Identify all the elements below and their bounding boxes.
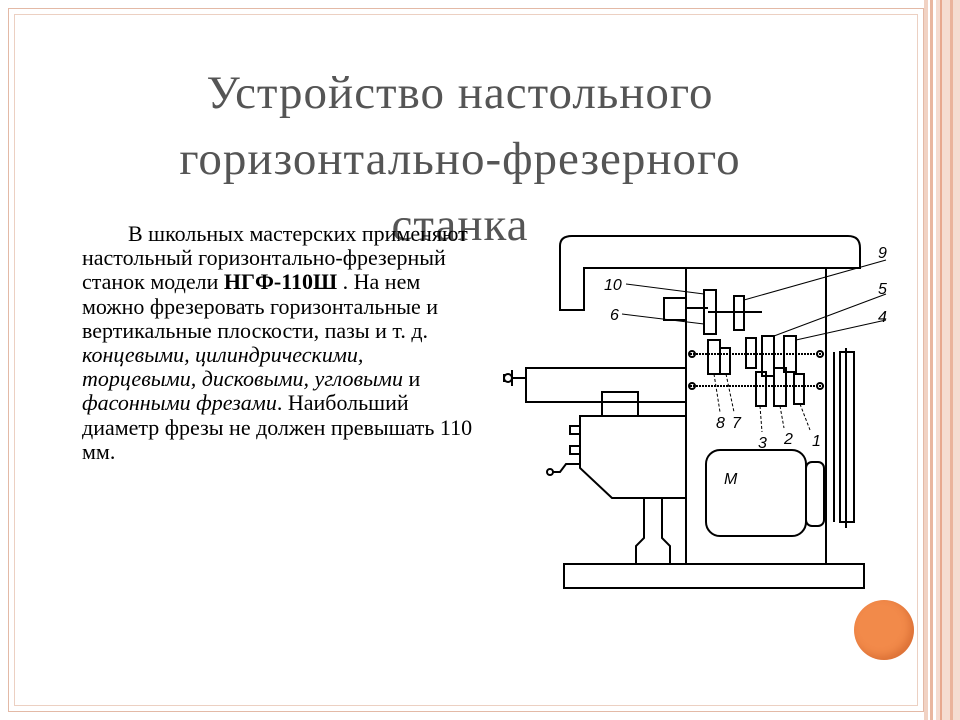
- gear-8: [707, 339, 721, 375]
- cutter-separator-and: и: [402, 366, 421, 392]
- slide-frame-outer: [8, 8, 924, 712]
- leader-7: [725, 373, 735, 413]
- knee-crank: [552, 463, 580, 473]
- body-part-2: . На нем можно фрезеровать горизонтальны…: [82, 269, 439, 343]
- knee: [579, 415, 687, 499]
- base: [563, 563, 865, 589]
- label-1: 1: [812, 433, 821, 450]
- cutter-separator: ,: [190, 366, 202, 392]
- decor-stripe: [950, 0, 953, 720]
- milling-machine-diagram: 9 10 5 6 4 8 7 3 2 1 М: [494, 228, 887, 592]
- leader-10: [625, 283, 705, 295]
- title-line-1: Устройство настольного: [206, 67, 714, 119]
- gear-1: [793, 373, 805, 405]
- title-line-3: станка: [391, 199, 529, 251]
- label-7: 7: [732, 415, 742, 432]
- cutter-type-face: торцевыми: [82, 366, 191, 392]
- overarm: [559, 235, 861, 311]
- gear-3: [755, 371, 767, 407]
- cutter-type-cylindrical: цилиндрическими: [195, 342, 358, 368]
- motor-label: М: [724, 471, 738, 488]
- leader-1: [799, 403, 811, 431]
- leader-6: [621, 313, 705, 325]
- label-3: 3: [758, 435, 767, 452]
- gear-7: [719, 347, 731, 375]
- cutter-type-shaped: фасонными фрезами: [82, 390, 277, 416]
- gear-10: [703, 289, 717, 335]
- gear-5: [761, 335, 775, 377]
- machine-model: НГФ-110Ш: [223, 269, 338, 295]
- leader-5: [773, 293, 887, 337]
- spindle-nose: [663, 297, 687, 321]
- leader-9: [743, 259, 887, 301]
- leader-4: [795, 319, 887, 341]
- cutter-type-end: концевыми: [82, 342, 185, 368]
- label-4: 4: [878, 309, 887, 326]
- slide-frame-inner: [14, 14, 918, 706]
- work-table: [525, 367, 687, 403]
- motor-end: [805, 461, 825, 527]
- label-8: 8: [716, 415, 725, 432]
- cutter-type-disc: дисковыми: [201, 366, 304, 392]
- decor-stripe: [930, 0, 933, 720]
- slide-title: Устройство настольного горизонтально-фре…: [60, 60, 860, 258]
- label-10: 10: [604, 277, 622, 294]
- title-line-2: горизонтально-фрезерного: [179, 133, 741, 185]
- cutter-separator: ,: [303, 366, 315, 392]
- table-vise: [601, 391, 639, 417]
- label-5: 5: [878, 281, 887, 298]
- decor-stripe: [924, 0, 928, 720]
- cutter-type-angular: угловыми: [314, 366, 403, 392]
- label-6: 6: [610, 307, 619, 324]
- label-2: 2: [783, 431, 793, 448]
- table-handle: [503, 370, 526, 386]
- body-part-3: . Наибольший диаметр фрезы не должен пре…: [82, 390, 473, 464]
- leader-2: [779, 405, 785, 429]
- body-paragraph: В школьных мастерских применяют настольн…: [82, 221, 482, 464]
- slide-body-text: В школьных мастерских применяют настольн…: [82, 221, 482, 464]
- leader-3: [759, 405, 763, 433]
- body-part-1: В школьных мастерских применяют настольн…: [82, 221, 468, 295]
- knee-pedestal: [635, 498, 671, 564]
- gear-9: [733, 295, 745, 331]
- cutter-separator: ,: [357, 342, 364, 368]
- cutter-separator: ,: [184, 342, 196, 368]
- gear-6: [745, 337, 757, 369]
- motor-body: [705, 449, 807, 537]
- leader-8: [713, 373, 721, 413]
- gear-4: [783, 335, 797, 373]
- decor-stripe: [940, 0, 942, 720]
- drive-belt: [833, 348, 847, 528]
- decor-orange-circle: [854, 600, 914, 660]
- label-9: 9: [878, 245, 887, 262]
- machine-schematic: 9 10 5 6 4 8 7 3 2 1 М: [503, 235, 887, 589]
